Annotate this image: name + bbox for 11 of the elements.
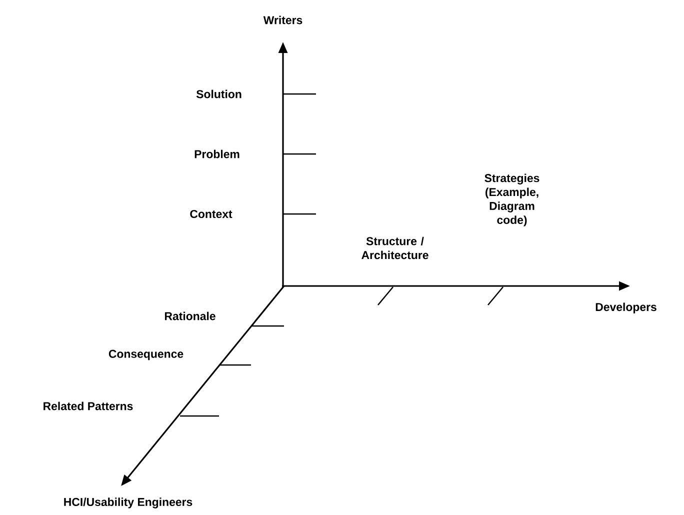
axis-label: HCI/Usability Engineers [64,498,192,508]
axis-label: Developers [596,302,656,314]
tick-label: Strategies (Example, Diagram code) [484,174,540,226]
tick-label: Related Patterns [44,402,133,410]
tick-label: Consequence [108,350,184,360]
axis-label: Writers [263,16,302,24]
tick-label: Context [190,210,232,218]
tick-label: Solution [196,90,242,98]
tick-label: Rationale [165,312,216,320]
tick-label: Structure / Architecture [362,236,428,260]
tick-label: Problem [194,150,240,158]
